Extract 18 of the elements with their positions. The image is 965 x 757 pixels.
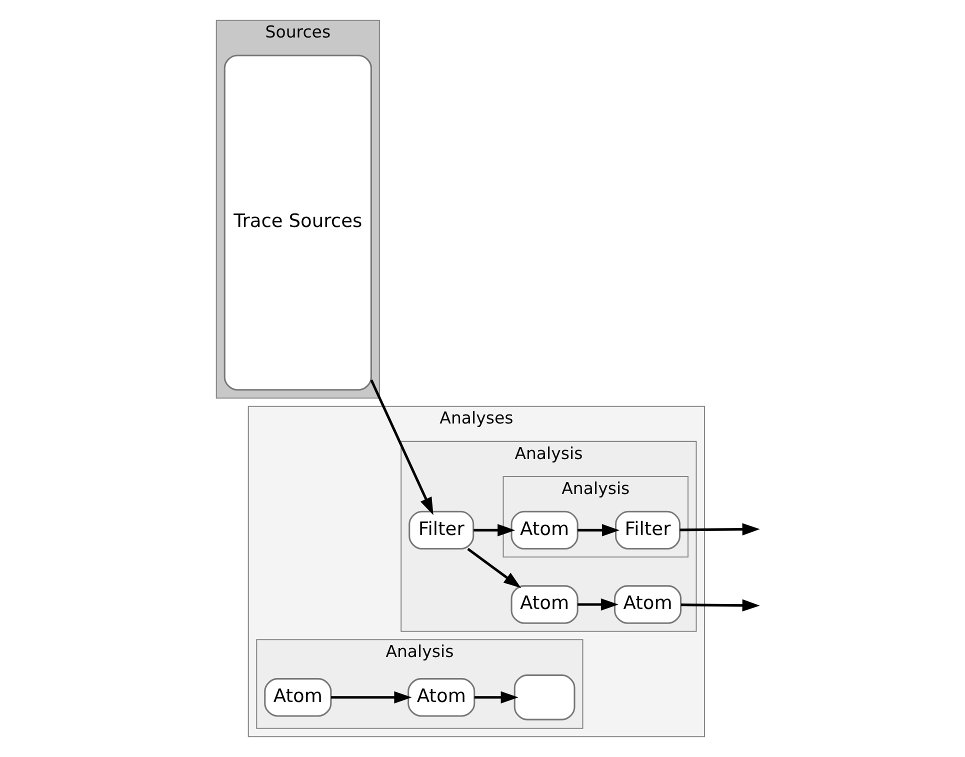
arrow [680, 523, 760, 536]
arrow [680, 599, 760, 612]
node-box: Filter [615, 510, 681, 550]
arrow [474, 524, 516, 536]
node-box: Atom [614, 585, 682, 624]
arrow [578, 598, 618, 611]
node-box: Atom [264, 678, 332, 717]
arrow [467, 548, 522, 588]
node-box: Trace Sources [224, 54, 372, 391]
arrow [331, 691, 412, 704]
node-box: Atom [408, 678, 476, 717]
arrow [370, 380, 434, 516]
node-box: Filter [408, 510, 474, 550]
arrow [578, 524, 620, 536]
arrow [474, 691, 518, 704]
node-box: Atom [510, 585, 578, 624]
node-box: Atom [510, 510, 578, 550]
node-box [514, 674, 576, 720]
